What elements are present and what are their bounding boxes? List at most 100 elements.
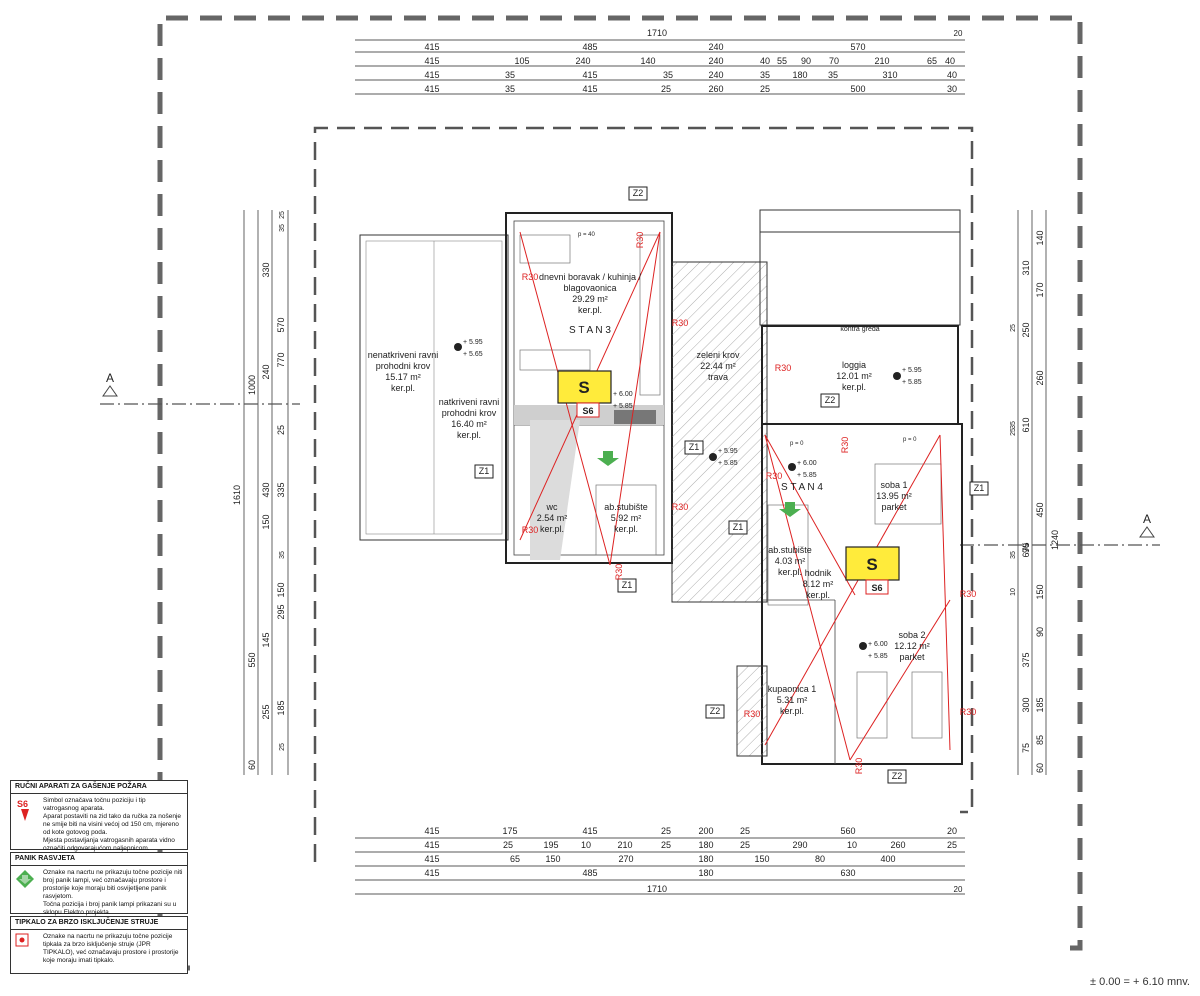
dim-label: 150 [1035,584,1045,599]
slope-value: p = 40 [578,232,596,238]
fire-extinguisher-icon: S6 [15,797,37,853]
dim-label: 10 [1010,588,1017,596]
legend-switch-line: Oznake na nacrtu ne prikazuju točne pozi… [43,933,179,964]
room-area: 4.03 m² [775,556,806,566]
dim-label: 260 [708,84,723,94]
apartment-label: S T A N 4 [781,482,823,493]
dim-label: 25 [1010,324,1017,332]
dim-label: 70 [829,56,839,66]
room-label: nenatkriveni ravni [368,350,439,360]
room-area: 29.29 m² [572,294,608,304]
dim-label: 85 [1035,735,1045,745]
fire-rating-label: R30 [522,272,539,282]
door-marker-z2: Z2 [825,395,836,405]
right-dimension-lines [1017,210,1047,775]
dim-label: 180 [698,868,713,878]
dim-label: 240 [708,56,723,66]
dim-label: 35 [828,70,838,80]
door-marker-z1-frame [684,440,704,455]
room-label: blagovaonica [563,283,616,293]
dim-label: 35 [279,551,286,559]
room-finish: ker.pl. [540,524,564,534]
dim-label: 35 [663,70,673,80]
dim-label: 140 [1035,230,1045,245]
fire-rating-label: R30 [744,709,761,719]
dim-label: 35 [1010,421,1017,429]
dim-label: 185 [276,700,286,715]
dim-label: 375 [1021,652,1031,667]
room-area: 16.40 m² [451,419,487,429]
door-marker-z1: Z1 [689,442,700,452]
dim-total-top: 1710 [647,28,667,38]
dim-label: 485 [582,42,597,52]
door-marker-z2: Z2 [710,706,721,716]
dim-label: 90 [801,56,811,66]
fire-rating-label: R30 [960,589,977,599]
dim-label: 30 [947,84,957,94]
dim-label: 770 [276,352,286,367]
dim-label: 270 [618,854,633,864]
apartment-4-walls [759,209,961,233]
dim-label: 415 [424,868,439,878]
dim-label: 415 [424,70,439,80]
dim-label: 210 [874,56,889,66]
legend-panic-line: Oznake na nacrtu ne prikazuju točne pozi… [43,869,183,900]
dim-label: 35 [505,70,515,80]
legend-fire-line: Aparat postaviti na zid tako da ručka za… [43,813,182,836]
fire-rating-label: R30 [672,502,689,512]
dim-label: 75 [1021,743,1031,753]
section-marker-label: A [1143,512,1151,526]
dim-label: 35 [1010,551,1017,559]
dim-label: 185 [1035,697,1045,712]
dim-total-left: 1610 [232,485,242,505]
level-value: + 5.95 [902,367,922,374]
legend-panic-line: Točna pozicija i broj panik lampi prikaz… [43,901,177,916]
dim-label: 60 [1035,763,1045,773]
door-marker-z2-frame [820,393,840,408]
level-value: + 5.85 [613,403,633,410]
dim-label: 610 [1021,417,1031,432]
dim-label: 55 [777,56,787,66]
dim-label: 10 [847,840,857,850]
room-label: loggia [842,360,866,370]
fire-rating-label: R30 [614,564,624,581]
room-finish: ker.pl. [842,382,866,392]
fire-rating-label: R30 [840,437,850,454]
room-area: 12.01 m² [836,371,872,381]
elevation-reference-note: ± 0.00 = + 6.10 mnv. [1089,976,1190,988]
room-finish: trava [708,372,728,382]
level-value: + 6.00 [613,391,633,398]
dim-label: 25 [661,826,671,836]
room-area: 8.12 m² [803,579,834,589]
door-marker-z2-frame [705,704,725,719]
fire-rating-label: R30 [522,525,539,535]
dim-label: 180 [698,840,713,850]
level-value: + 5.85 [718,460,738,467]
dim-label: 415 [424,826,439,836]
room-finish: ker.pl. [391,383,415,393]
legend-fire-title: RUČNI APARATI ZA GAŠENJE POŽARA [11,781,187,794]
dim-label: 65 [927,56,937,66]
section-marker-label: A [106,371,114,385]
room-label: dnevni boravak / kuhinja / [539,272,642,282]
dim-label: 40 [945,56,955,66]
dim-label: 335 [276,482,286,497]
room-finish: ker.pl. [780,706,804,716]
dim-label: 90 [1021,543,1031,553]
dim-total-bottom: 1710 [647,884,667,894]
dim-label: 240 [708,42,723,52]
room-label: wc [546,502,558,512]
room-finish: ker.pl. [457,430,481,440]
dim-label: 630 [840,868,855,878]
dim-label: 255 [261,704,271,719]
dim-label: 415 [582,70,597,80]
dim-label: 40 [760,56,770,66]
legend-fire-line: Simbol označava točnu poziciju i tip vat… [43,797,146,812]
apartment-label: S T A N 3 [569,325,611,336]
dim-label: 570 [276,317,286,332]
door-marker-z1: Z1 [974,483,985,493]
room-label: ab.stubište [768,545,812,555]
dim-label: 25 [740,840,750,850]
fire-rating-label: R30 [635,232,645,249]
